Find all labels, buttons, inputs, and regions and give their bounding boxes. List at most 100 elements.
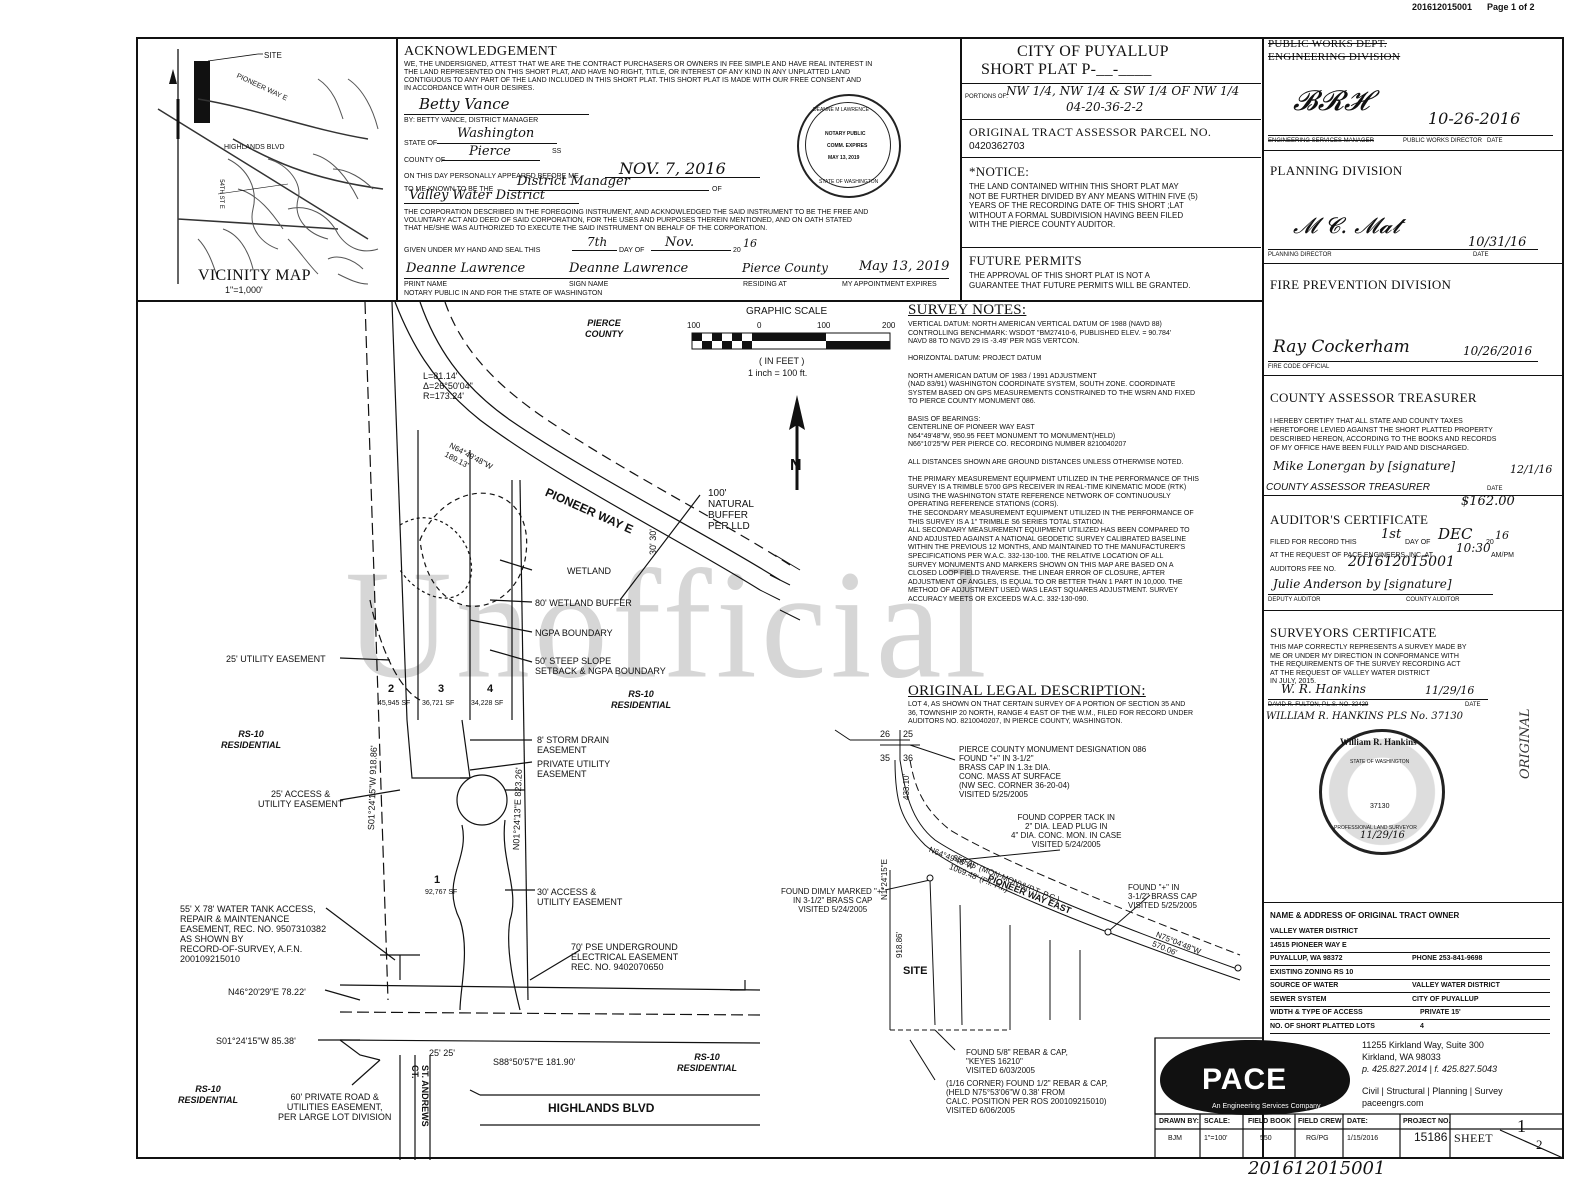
site-label: SITE (903, 965, 928, 977)
ack-notary-footer: NOTARY PUBLIC IN AND FOR THE STATE OF WA… (404, 290, 603, 297)
pace-logo-text: PACE (1202, 1063, 1288, 1096)
bearing-s88: S88°50'57"E 181.90' (493, 1057, 576, 1067)
rebar-keyes: FOUND 5/8" REBAR & CAP, "KEYES 16210" VI… (966, 1048, 1068, 1075)
future-permits-title: FUTURE PERMITS (969, 253, 1082, 268)
owner-title: NAME & ADDRESS OF ORIGINAL TRACT OWNER (1270, 911, 1460, 920)
ack-year-prefix: 20 (733, 247, 741, 254)
ack-day-of: DAY OF (619, 247, 645, 254)
graphic-scale-title: GRAPHIC SCALE (746, 306, 828, 317)
bearing-n01-detail: N1°24'15"E (880, 859, 889, 900)
notary-seal-line-1: DEANNE M LAWRENCE (813, 107, 869, 113)
access-25-label: 25' ACCESS & UTILITY EASEMENT (258, 789, 344, 809)
pace-address-1: 11255 Kirkland Way, Suite 300 (1362, 1040, 1484, 1050)
title-block: PACE An Engineering Services Company 112… (1156, 1039, 1562, 1157)
pw-date: 10-26-2016 (1428, 109, 1521, 128)
request-time: 10:30 (1456, 541, 1491, 555)
width-25-25: 25' 25' (429, 1048, 455, 1058)
st-andrews-label: ST. ANDREWS CT. (410, 1065, 430, 1127)
notary-seal-line-2: NOTARY PUBLIC (825, 131, 866, 137)
assessor-title: COUNTY ASSESSOR TREASURER (1270, 390, 1477, 405)
lot-1-number: 1 (434, 874, 441, 886)
deputy-label: DEPUTY AUDITOR (1268, 597, 1321, 603)
section-ne: 25 (903, 729, 914, 739)
vicinity-map-scale: 1"=1,000' (225, 285, 263, 295)
notary-seal-line-4: MAY 13, 2019 (828, 155, 860, 161)
filed-day-of: DAY OF (1405, 539, 1431, 546)
surveyor-date: 11/29/16 (1425, 684, 1475, 697)
ack-col-sign: SIGN NAME (569, 281, 609, 288)
city-short-plat-block: CITY OF PUYALLUP SHORT PLAT P-__-____ PO… (961, 39, 1261, 299)
parcel-title: ORIGINAL TRACT ASSESSOR PARCEL NO. (969, 125, 1212, 139)
tb-sheet-num: 1 (1517, 1116, 1527, 1136)
planning-signature: 𝓜 𝓒. 𝓜𝓪𝓽 (1293, 214, 1401, 239)
doc-header-page: Page 1 of 2 (1487, 2, 1535, 12)
vicinity-label-highlands: HIGHLANDS BLVD (224, 144, 285, 151)
acknowledgement-block: ACKNOWLEDGEMENT WE, THE UNDERSIGNED, ATT… (397, 39, 959, 299)
wetland-buffer-label: 80' WETLAND BUFFER (535, 598, 632, 608)
ack-state-value: Washington (457, 126, 535, 141)
ack-by: BY: BETTY VANCE, DISTRICT MANAGER (404, 117, 539, 124)
auditor-signature: Julie Anderson by [signature] (1273, 577, 1452, 591)
section-se: 36 (903, 753, 914, 763)
surveyor-seal-number: 37130 (1370, 803, 1390, 810)
doc-header-number: 201612015001 (1412, 2, 1473, 12)
tb-fieldcrew-value: RG/PG (1306, 1135, 1329, 1142)
surveyor-struck: DAVID R. FULTON, P.L.S. NO. 32429 (1268, 702, 1369, 708)
fire-signature: Ray Cockerham (1273, 337, 1410, 357)
pw-struck: ENGINEERING DIVISION (1268, 51, 1401, 63)
found-dimly: FOUND DIMLY MARKED "+" IN 3-1/2" BRASS C… (781, 887, 885, 914)
surveyor-name: WILLIAM R. HANKINS PLS No. 37130 (1266, 711, 1464, 722)
ack-col-print: PRINT NAME (404, 281, 448, 288)
assessor-date-label: DATE (1487, 486, 1503, 492)
approvals-panel: PUBLIC WORKS DEPT. ENGINEERING DIVISION … (1263, 38, 1563, 1158)
owner-row-value: CITY OF PUYALLUP (1412, 995, 1479, 1003)
owner-row-label: EXISTING ZONING RS 10 (1270, 968, 1354, 976)
surveyor-seal-name: William R. Hankins (1340, 737, 1417, 747)
zone-label-south: RS-10 RESIDENTIAL (677, 1052, 738, 1073)
ack-corp-text: THE CORPORATION DESCRIBED IN THE FOREGOI… (404, 209, 869, 232)
surveyor-seal: William R. Hankins STATE OF WASHINGTON 3… (1319, 729, 1445, 855)
planning-date: 10/31/16 (1468, 235, 1527, 250)
tb-fieldcrew-label: FIELD CREW (1298, 1118, 1342, 1125)
planning-title: PLANNING DIVISION (1270, 163, 1403, 178)
pierce-county-label: PIERCE COUNTY (585, 318, 623, 339)
filed-day: 1st (1381, 527, 1402, 542)
water-tank-label: 55' X 78' WATER TANK ACCESS, REPAIR & MA… (180, 904, 327, 964)
notary-seal-line-3: COMM. EXPIRES (827, 143, 868, 149)
tb-fieldbook-value: 550 (1260, 1135, 1272, 1142)
owner-row-value: PHONE 253-841-9698 (1412, 955, 1483, 962)
am-pm: AM/PM (1491, 552, 1514, 559)
auditor-fee-amount: $162.00 (1461, 494, 1515, 509)
ack-notary-expires: May 13, 2019 (859, 259, 950, 274)
tb-sheet-label: SHEET (1454, 1131, 1493, 1145)
tb-date-value: 1/15/2016 (1347, 1135, 1379, 1142)
tb-scale-label: SCALE: (1204, 1118, 1231, 1125)
portions-label: PORTIONS OF: (965, 94, 1008, 100)
ack-given-label: GIVEN UNDER MY HAND AND SEAL THIS (404, 247, 541, 254)
pw-sig-label: ENGINEERING SERVICES MANAGER (1268, 138, 1374, 144)
ack-known-label: TO ME KNOWN TO BE THE (404, 186, 494, 193)
owner-row-label: NO. OF SHORT PLATTED LOTS (1270, 1022, 1375, 1030)
tb-scale-value: 1"=100' (1204, 1135, 1228, 1142)
tb-drawn-label: DRAWN BY: (1159, 1118, 1199, 1125)
surveyor-date-label: DATE (1465, 702, 1481, 708)
ack-given-day: 7th (587, 235, 608, 249)
owner-row-value: PRIVATE 15' (1420, 1009, 1461, 1016)
graphic-scale-tick-2: 0 (757, 321, 762, 330)
pace-tagline: An Engineering Services Company (1212, 1103, 1321, 1110)
lot-3-number: 3 (438, 683, 445, 695)
graphic-scale-unit: ( IN FEET ) (759, 356, 805, 366)
dist-433: 433.10' (902, 774, 911, 800)
pace-services: Civil | Structural | Planning | Survey (1362, 1086, 1503, 1096)
surveyor-text: THIS MAP CORRECTLY REPRESENTS A SURVEY M… (1270, 644, 1467, 685)
lot-4-number: 4 (487, 683, 494, 695)
fire-title: FIRE PREVENTION DIVISION (1270, 277, 1452, 292)
tb-date-label: DATE: (1347, 1118, 1368, 1125)
lot-4-area: 34,228 SF (471, 700, 504, 707)
section-nw: 26 (880, 729, 891, 739)
ack-year-suffix: 16 (743, 237, 757, 250)
notice-title: *NOTICE: (969, 164, 1030, 179)
ngpa-label: NGPA BOUNDARY (535, 628, 613, 638)
fee-no: 201612015001 (1348, 554, 1455, 570)
